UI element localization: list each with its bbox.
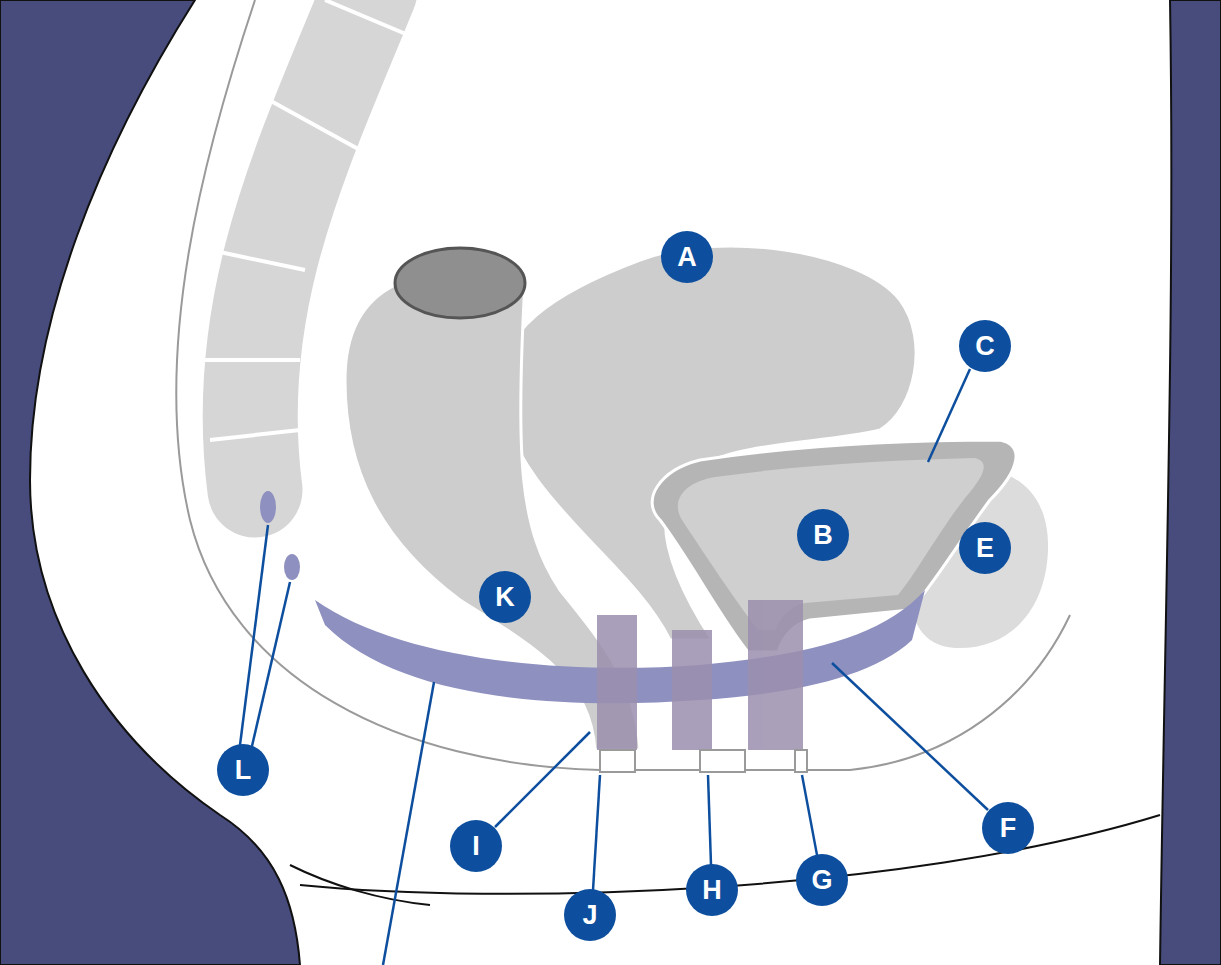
callout-letter: K: [495, 584, 515, 611]
callout-letter: I: [472, 833, 480, 860]
callout-circle: E: [959, 522, 1011, 574]
callout-circle: L: [217, 744, 269, 796]
rectum-lumen: [395, 248, 525, 318]
callout-circle: B: [797, 509, 849, 561]
buttock-crease: [290, 865, 430, 905]
callout-letter: L: [235, 757, 252, 784]
callout-circle: I: [450, 820, 502, 872]
bladder-lumen: [678, 458, 984, 630]
leader-lines: [240, 369, 988, 965]
callout-letter: H: [702, 877, 722, 904]
sphincters: [597, 600, 803, 750]
coccygeal-muscle: [260, 491, 276, 523]
callout-letter: F: [1000, 815, 1017, 842]
callout-letter: C: [975, 333, 995, 360]
callout-circle: A: [661, 231, 713, 283]
callout-circle: H: [686, 864, 738, 916]
callout-letter: B: [813, 522, 833, 549]
callout-circle: G: [796, 854, 848, 906]
callout-letter: J: [582, 902, 597, 929]
pelvic-cavity-outline: [176, 0, 1070, 770]
callout-circle: J: [564, 889, 616, 941]
callout-circle: K: [479, 571, 531, 623]
callout-circle: F: [982, 802, 1034, 854]
callout-letter: G: [811, 867, 832, 894]
coccygeal-muscle: [284, 554, 300, 580]
openings: [600, 750, 807, 772]
right-surround: [1160, 0, 1221, 965]
callout-letter: E: [976, 535, 994, 562]
callout-circle: C: [959, 320, 1011, 372]
callout-letter: A: [677, 244, 697, 271]
bladder-wall: [652, 440, 1016, 652]
